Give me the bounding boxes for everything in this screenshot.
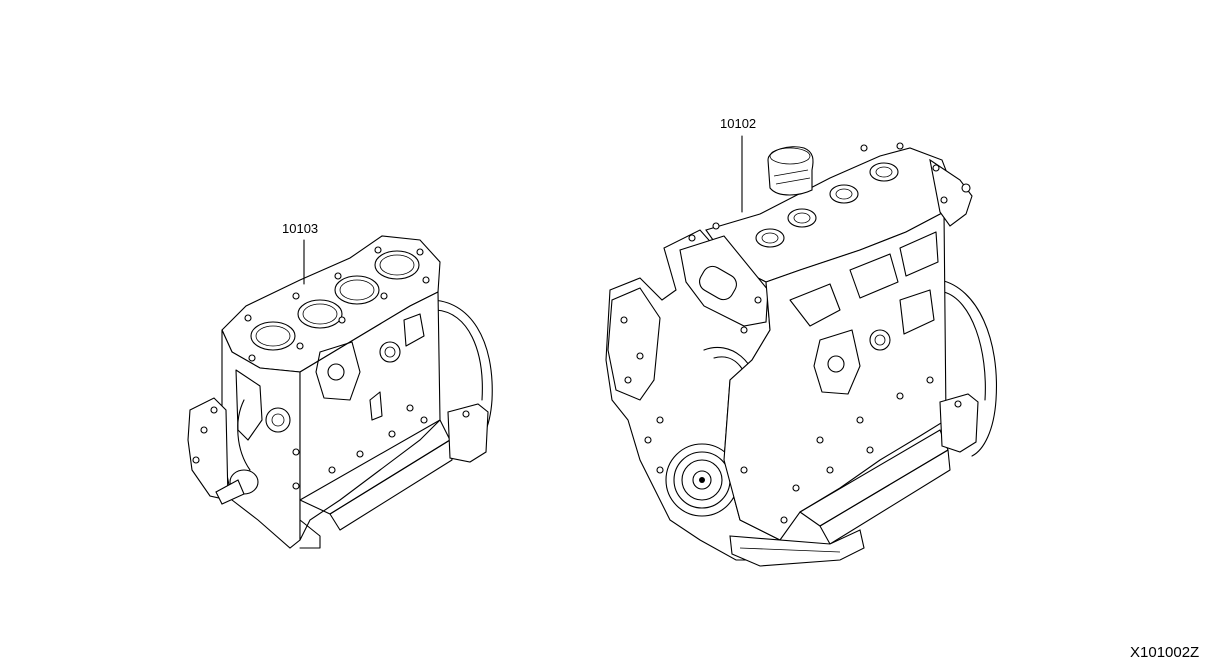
- callout-10103: 10103: [282, 221, 318, 285]
- part-number-label: 10103: [282, 221, 318, 236]
- short-block-illustration: [187, 235, 493, 549]
- callout-10102: 10102: [720, 116, 756, 213]
- diagram-id-label: X101002Z: [1130, 644, 1199, 661]
- part-number-label: 10102: [720, 116, 756, 131]
- long-block-illustration: [605, 142, 998, 567]
